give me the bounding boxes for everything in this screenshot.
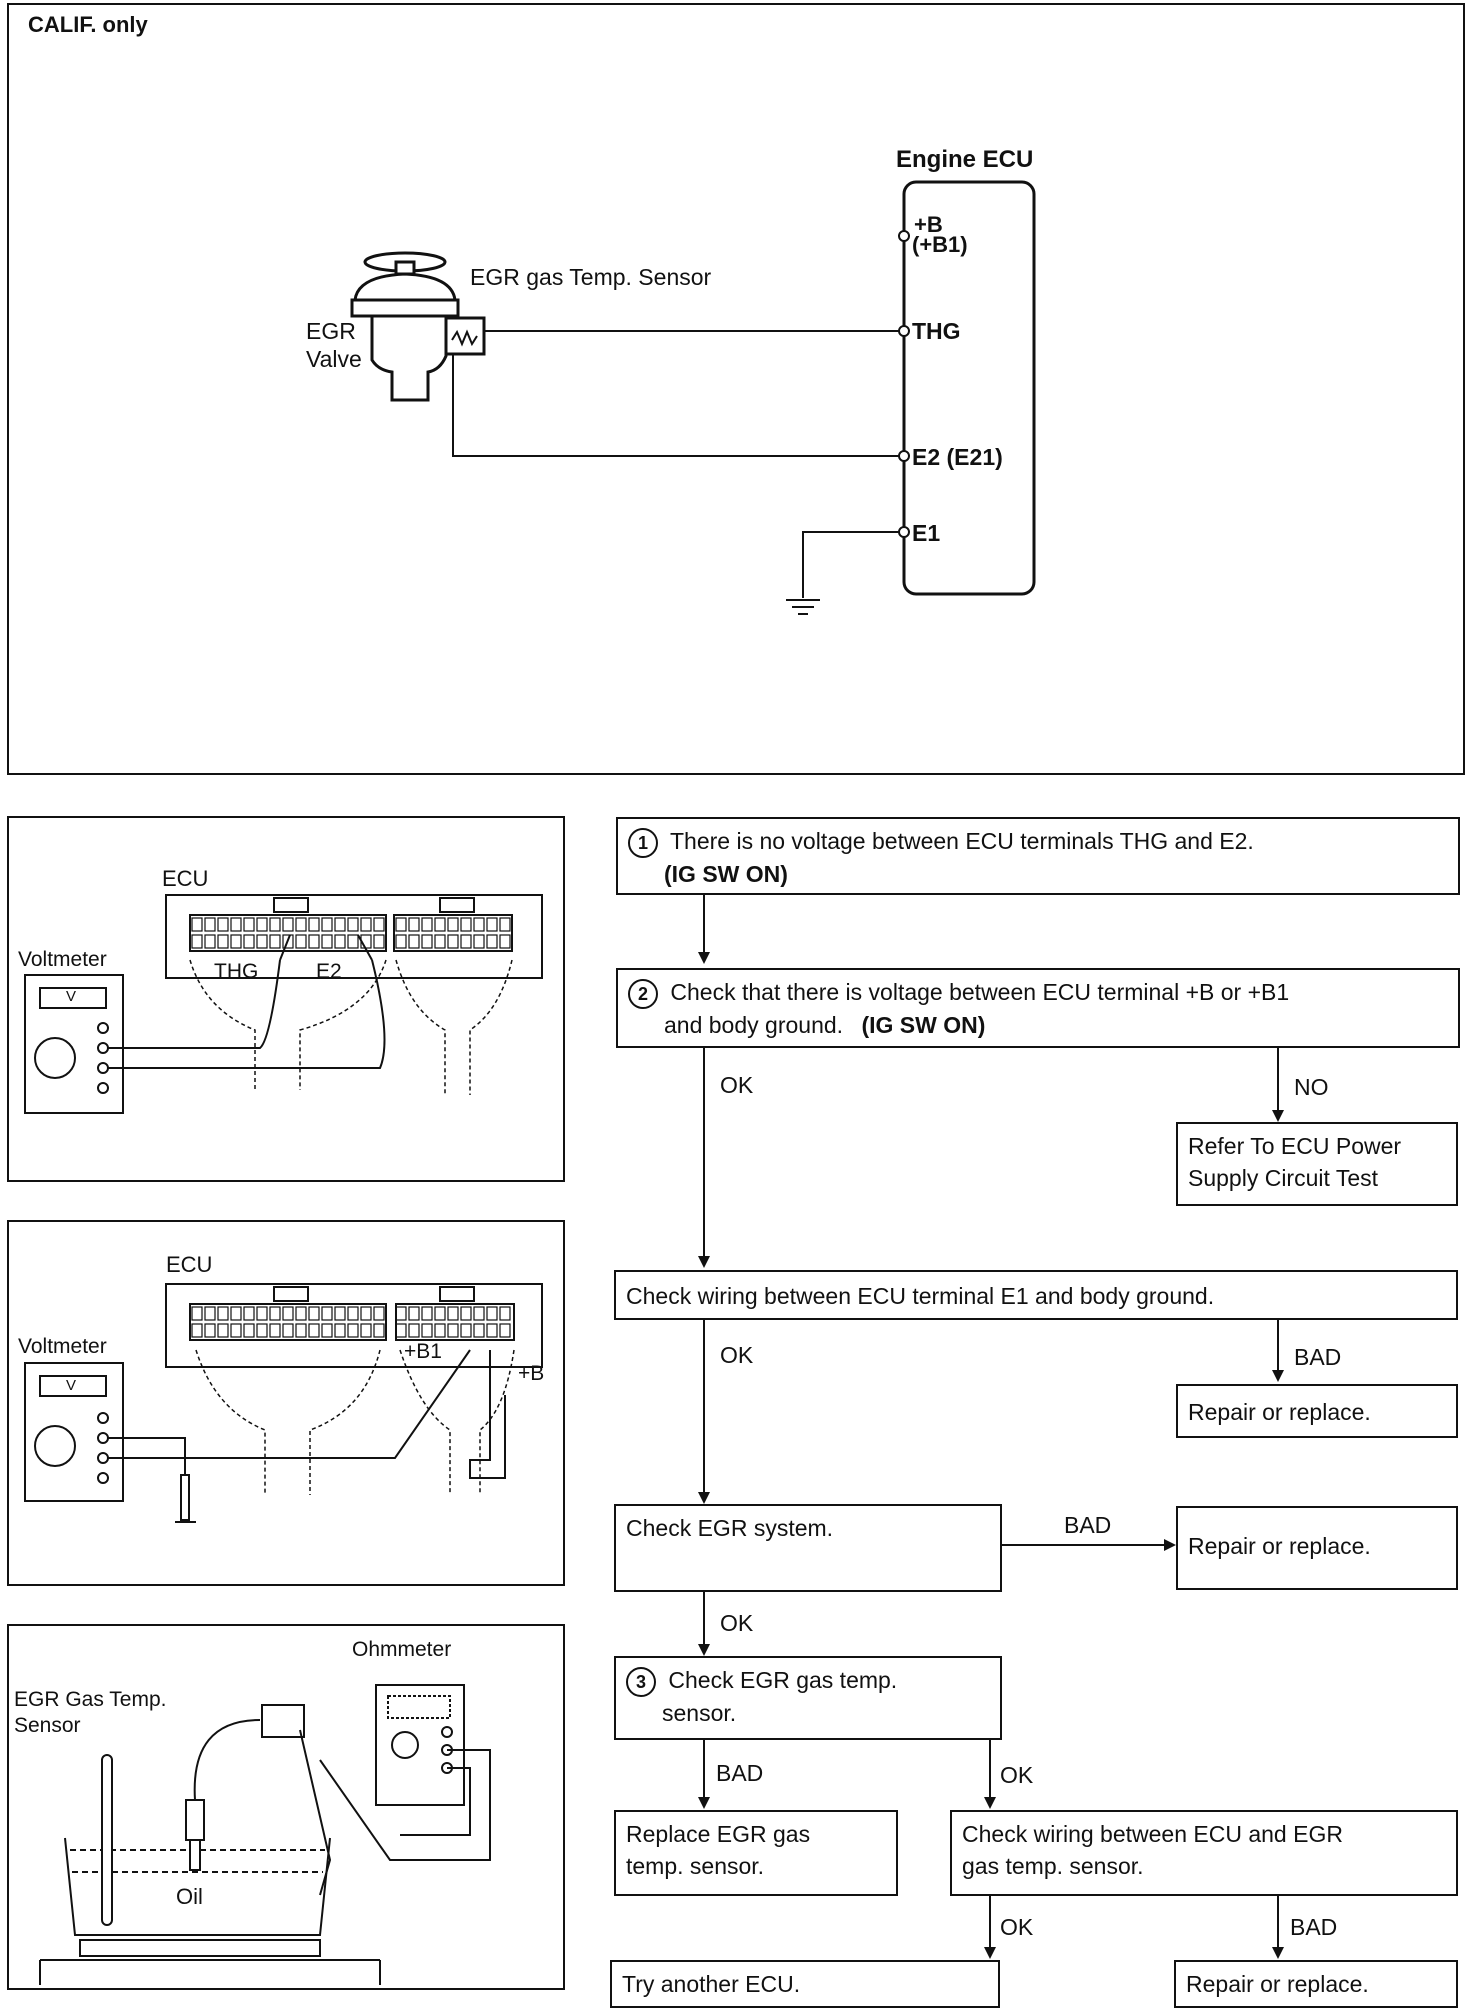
- check-wiring-line1: Check wiring between ECU and EGR: [962, 1821, 1343, 1847]
- fig3-sensor-label-1: EGR Gas Temp.: [14, 1688, 167, 1711]
- repair-box-3: Repair or replace.: [1174, 1960, 1458, 2008]
- repair-box-2: Repair or replace.: [1176, 1506, 1458, 1590]
- fig2-probe-wires: [108, 1349, 506, 1523]
- check-egr-text: Check EGR system.: [626, 1515, 834, 1541]
- step2-number: 2: [628, 978, 658, 1009]
- terminal-e1-label: E1: [912, 520, 941, 546]
- fig1-ecu-label: ECU: [162, 866, 209, 891]
- step3-text-line1: Check EGR gas temp.: [668, 1667, 898, 1693]
- egr-valve-drawing: [350, 251, 486, 402]
- ground-symbol: [786, 599, 820, 615]
- terminal-e1: [898, 526, 910, 538]
- flowchart-arrowheads: [698, 952, 1284, 1959]
- step1-number: 1: [628, 827, 658, 858]
- step1-condition: (IG SW ON): [664, 860, 788, 887]
- label-ok-3: OK: [720, 1610, 754, 1636]
- step3-number: 3: [626, 1666, 656, 1697]
- terminal-e2: [898, 450, 910, 462]
- fig2-frame: [7, 1220, 565, 1586]
- fig3-ohmmeter-label: Ohmmeter: [352, 1638, 452, 1661]
- fig3-ohmmeter: [375, 1684, 465, 1806]
- fig2-voltmeter-label: Voltmeter: [18, 1335, 107, 1358]
- repair3-text: Repair or replace.: [1186, 1971, 1369, 1997]
- fig2-ecu-label: ECU: [166, 1252, 213, 1277]
- step3-box: 3 Check EGR gas temp. sensor.: [614, 1656, 1002, 1740]
- terminal-e2-label: E2 (E21): [912, 444, 1003, 470]
- fig2-harness: [195, 1349, 515, 1495]
- label-no: NO: [1294, 1074, 1329, 1100]
- terminal-thg-label: THG: [912, 318, 961, 344]
- fig2-ecu-connector: [165, 1283, 543, 1368]
- engine-ecu-box: [902, 180, 1036, 596]
- terminal-thg: [898, 325, 910, 337]
- egr-valve-label-2: Valve: [306, 346, 362, 372]
- fig1-probe-wires: [108, 934, 386, 1069]
- check-e1-wiring-box: Check wiring between ECU terminal E1 and…: [614, 1270, 1458, 1320]
- check-wiring-line2: gas temp. sensor.: [962, 1853, 1144, 1879]
- fig1-thg-probe-label: THG: [214, 960, 259, 983]
- step2-box: 2 Check that there is voltage between EC…: [616, 968, 1460, 1048]
- power-test-line1: Refer To ECU Power: [1188, 1133, 1402, 1159]
- power-supply-test-box: Refer To ECU Power Supply Circuit Test: [1176, 1122, 1458, 1206]
- step1-text: There is no voltage between ECU terminal…: [669, 828, 1254, 854]
- egr-valve-label-1: EGR: [306, 318, 356, 344]
- terminal-b: [898, 230, 910, 242]
- step2-text-line2: and body ground.: [664, 1011, 844, 1038]
- thermistor-symbol: [451, 329, 478, 347]
- label-bad-2: BAD: [1064, 1512, 1112, 1538]
- fig1-ecu-connector: [165, 894, 543, 979]
- fig1-connector-pins: [191, 917, 511, 949]
- fig1-meter-unit: V: [66, 988, 77, 1005]
- fig3-sensor-label-2: Sensor: [14, 1714, 81, 1737]
- try-another-ecu-box: Try another ECU.: [610, 1960, 1000, 2008]
- repair-box-1: Repair or replace.: [1176, 1384, 1458, 1438]
- label-bad-3: BAD: [716, 1760, 764, 1786]
- terminal-b-label: +B: [914, 212, 943, 237]
- label-bad-1: BAD: [1294, 1344, 1342, 1370]
- wires: [452, 330, 899, 598]
- fig3-probe-wires: [299, 1729, 491, 1896]
- egr-sensor-label: EGR gas Temp. Sensor: [470, 264, 712, 290]
- replace-sensor-line1: Replace EGR gas: [626, 1821, 811, 1847]
- engine-ecu-title: Engine ECU: [896, 146, 1034, 173]
- step3-text-line2: sensor.: [662, 1699, 737, 1726]
- repair1-text: Repair or replace.: [1188, 1399, 1371, 1425]
- step1-box: 1 There is no voltage between ECU termin…: [616, 817, 1460, 895]
- label-bad-4: BAD: [1290, 1914, 1338, 1940]
- fig1-frame: [7, 816, 565, 1182]
- replace-sensor-line2: temp. sensor.: [626, 1853, 765, 1879]
- fig3-thermometer: [101, 1754, 113, 1926]
- check-e1-text: Check wiring between ECU terminal E1 and…: [626, 1283, 1215, 1309]
- label-ok-5: OK: [1000, 1914, 1034, 1940]
- fig3-sensor: [185, 1704, 305, 1871]
- label-ok-4: OK: [1000, 1762, 1034, 1788]
- fig3-oil-label: Oil: [176, 1884, 203, 1909]
- fig1-voltmeter-label: Voltmeter: [18, 948, 107, 971]
- repair2-text: Repair or replace.: [1188, 1533, 1371, 1559]
- step2-condition: (IG SW ON): [861, 1011, 986, 1038]
- fig2-b-probe-label: +B: [518, 1362, 545, 1385]
- wiring-diagram-frame: [7, 3, 1465, 775]
- calif-only-label: CALIF. only: [28, 12, 148, 37]
- check-egr-system-box: Check EGR system.: [614, 1504, 1002, 1592]
- terminal-b1-label: (+B1): [912, 232, 968, 257]
- try-ecu-text: Try another ECU.: [622, 1971, 801, 1997]
- fig2-voltmeter: [24, 1362, 124, 1502]
- fig3-frame: [7, 1624, 565, 1990]
- fig2-connector-pins: [191, 1306, 511, 1338]
- fig1-e2-probe-label: E2: [316, 960, 342, 983]
- fig2-meter-unit: V: [66, 1377, 77, 1394]
- replace-sensor-box: Replace EGR gas temp. sensor.: [614, 1810, 898, 1896]
- power-test-line2: Supply Circuit Test: [1188, 1165, 1379, 1191]
- fig2-b1-probe-label: +B1: [404, 1340, 442, 1363]
- fig1-harness: [189, 959, 513, 1095]
- step2-text-line1: Check that there is voltage between ECU …: [670, 979, 1290, 1005]
- label-ok-2: OK: [720, 1342, 754, 1368]
- label-ok-1: OK: [720, 1072, 754, 1098]
- fig1-voltmeter: [24, 974, 124, 1114]
- check-wiring-box: Check wiring between ECU and EGR gas tem…: [950, 1810, 1458, 1896]
